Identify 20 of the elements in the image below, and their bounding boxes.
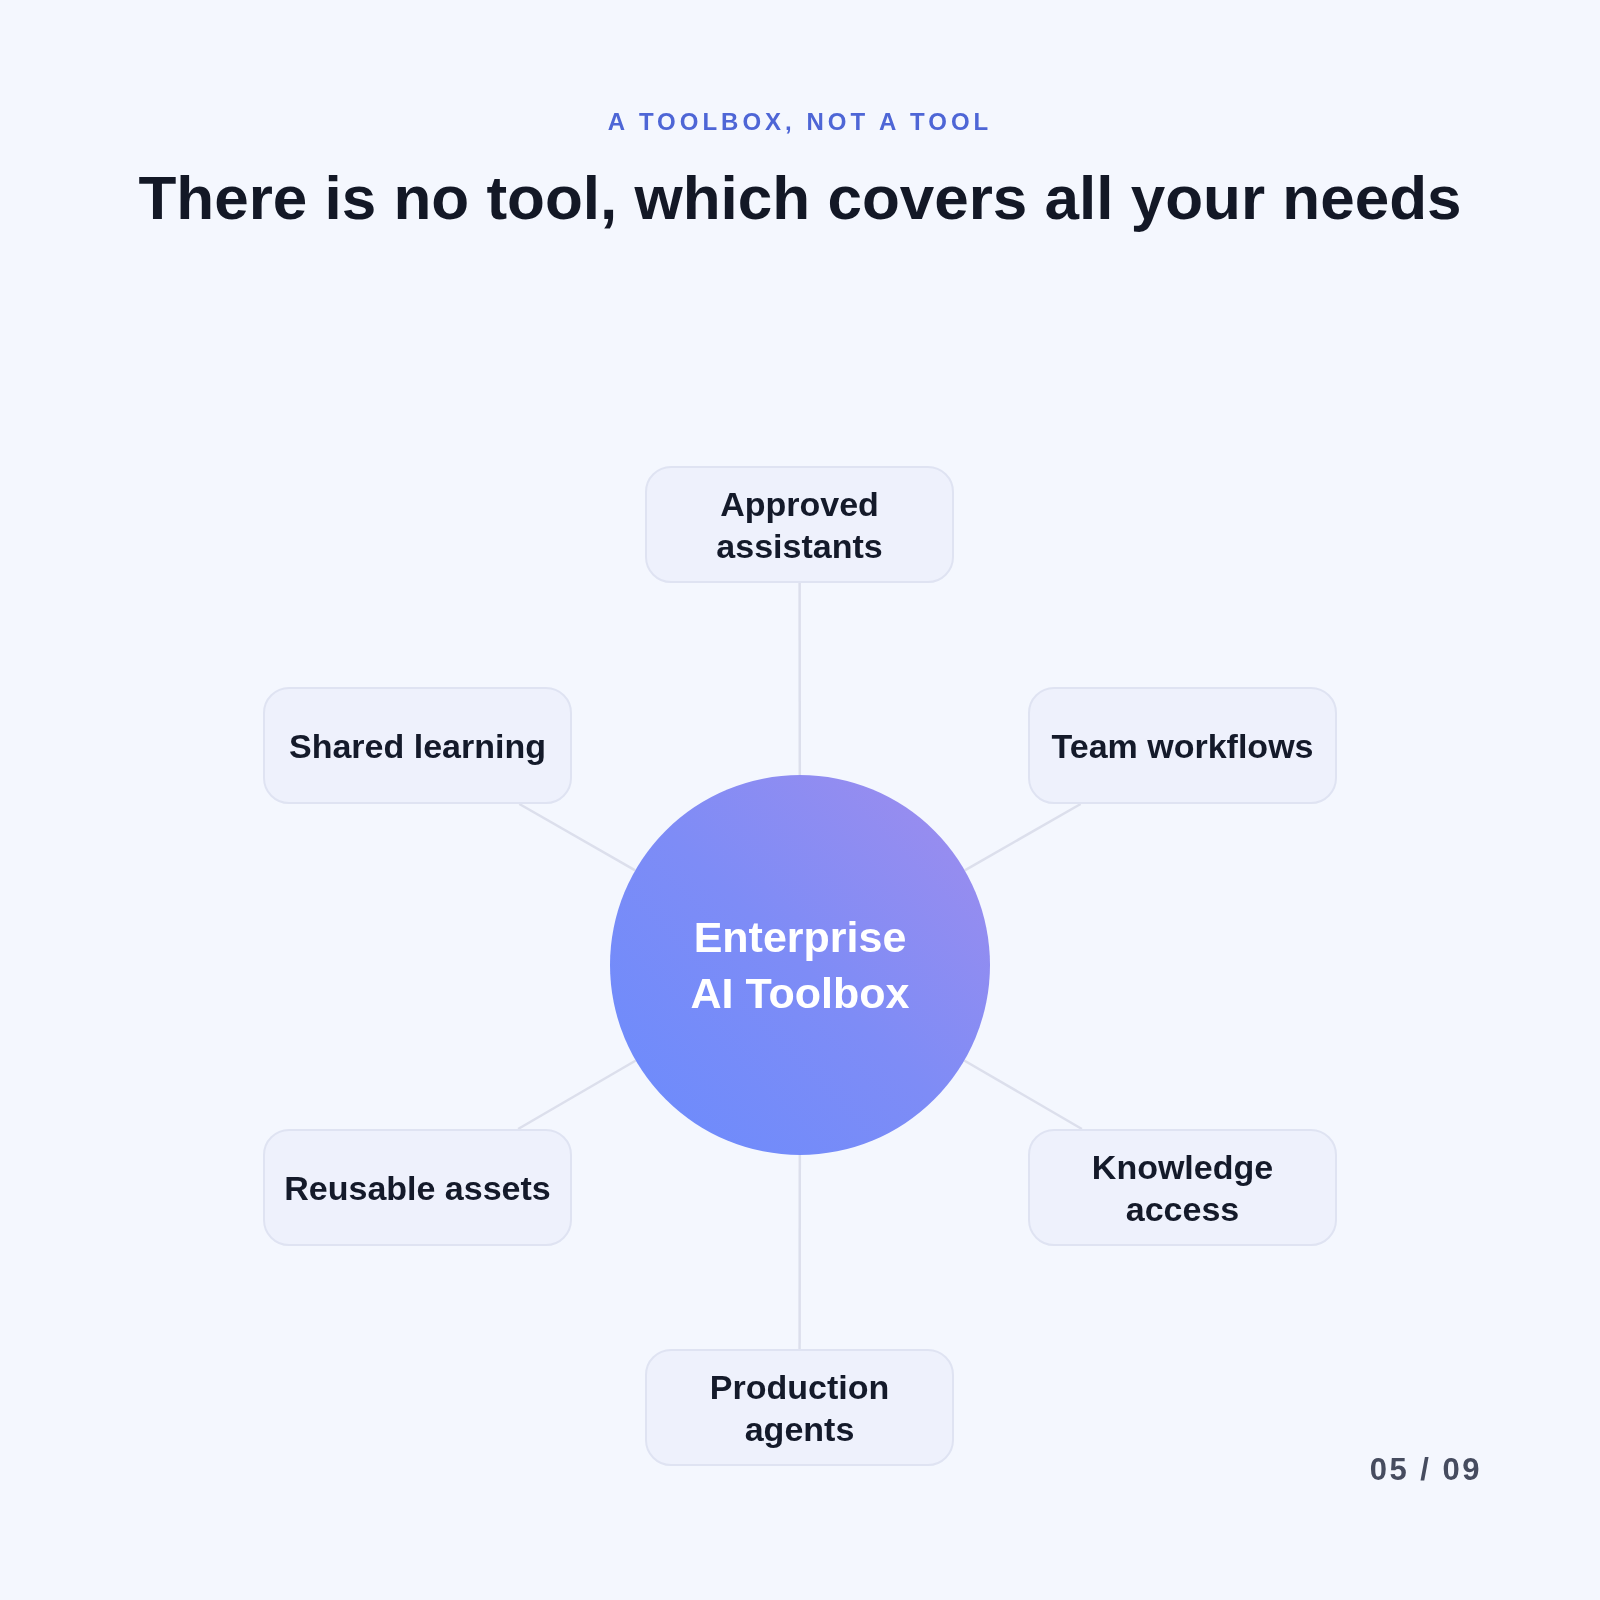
- topic-box: [645, 466, 954, 583]
- node-label: Production agents: [708, 1366, 891, 1450]
- topic-box: [263, 687, 572, 804]
- topic-box: [1028, 687, 1337, 804]
- topic-box: [645, 1349, 954, 1466]
- node-label: Approved assistants: [715, 483, 884, 567]
- node-label: Shared learning: [289, 725, 546, 767]
- node-label: Enterprise AI Toolbox: [689, 912, 911, 1019]
- connector-line: [964, 802, 1082, 872]
- connector-line: [518, 802, 636, 872]
- topic-box: [263, 1129, 572, 1246]
- eyebrow-label: A TOOLBOX, NOT A TOOL: [607, 108, 993, 135]
- node-label: Reusable assets: [284, 1167, 551, 1209]
- connector-line: [517, 1059, 637, 1131]
- node-label: Team workflows: [1051, 725, 1314, 767]
- node-label: Knowledge access: [1090, 1146, 1275, 1230]
- topic-box: [1028, 1129, 1337, 1246]
- page-number: 05 / 09: [1369, 1452, 1482, 1487]
- slide-title: There is no tool, which covers all your needs: [138, 163, 1462, 232]
- connector-line: [963, 1059, 1083, 1131]
